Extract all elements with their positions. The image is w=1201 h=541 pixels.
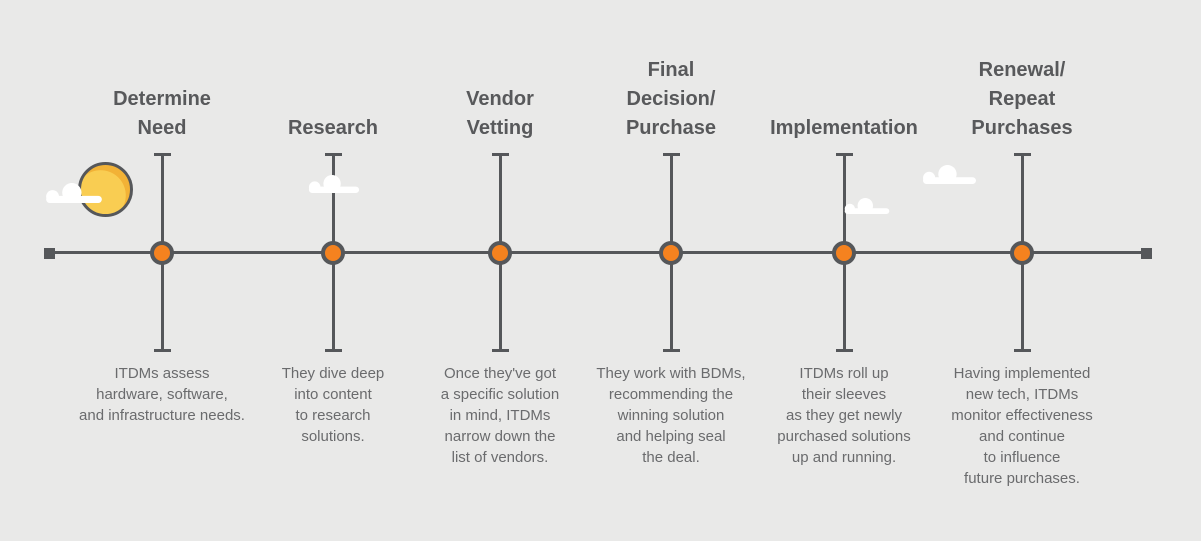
stage-title: Renewal/ Repeat Purchases xyxy=(971,59,1073,139)
stage-vendor-vetting: Vendor Vetting Once they've got a specif… xyxy=(390,0,610,541)
stage-title: Determine Need xyxy=(113,88,211,139)
stem-top xyxy=(160,154,164,254)
stem-bottom-cap xyxy=(835,349,853,352)
stage-description: Having implemented new tech, ITDMs monit… xyxy=(951,365,1093,487)
stem-bottom xyxy=(498,253,502,350)
stem-bottom xyxy=(331,253,335,350)
cloud-icon xyxy=(833,198,901,214)
stem-top xyxy=(669,154,673,254)
cloud-icon xyxy=(300,175,368,193)
stage-description: They dive deep into content to research … xyxy=(281,365,385,445)
stem-top xyxy=(1020,154,1024,254)
stem-bottom-cap xyxy=(153,349,171,352)
timeline-node xyxy=(832,241,856,265)
timeline-line xyxy=(49,251,1146,254)
timeline-node xyxy=(488,241,512,265)
stem-bottom xyxy=(160,253,164,350)
stem-bottom xyxy=(669,253,673,350)
stem-top xyxy=(498,154,502,254)
stem-bottom xyxy=(1020,253,1024,350)
stage-determine-need: Determine Need ITDMs assess hardware, so… xyxy=(52,0,272,541)
stage-description: ITDMs roll up their sleeves as they get … xyxy=(777,365,911,466)
stage-title: Vendor Vetting xyxy=(466,88,534,139)
stage-research: Research They dive deep into content to … xyxy=(223,0,443,541)
stage-implementation: Implementation ITDMs roll up their sleev… xyxy=(734,0,954,541)
timeline-start-square xyxy=(44,248,55,259)
cloud-icon xyxy=(915,165,984,184)
stem-bottom-cap xyxy=(491,349,509,352)
timeline-node xyxy=(659,241,683,265)
timeline-end-square xyxy=(1141,248,1152,259)
stage-title: Final Decision/ Purchase xyxy=(625,59,717,139)
stem-bottom-cap xyxy=(324,349,342,352)
stage-title: Research xyxy=(287,117,379,139)
stage-renewal-repeat-purchases: Renewal/ Repeat Purchases Having impleme… xyxy=(912,0,1132,541)
stage-description: ITDMs assess hardware, software, and inf… xyxy=(79,365,245,424)
timeline-node xyxy=(150,241,174,265)
stem-bottom-cap xyxy=(1013,349,1031,352)
timeline-node xyxy=(1010,241,1034,265)
stem-bottom xyxy=(842,253,846,350)
stem-top xyxy=(331,154,335,254)
stage-description: They work with BDMs, recommending the wi… xyxy=(596,365,746,466)
cloud-icon xyxy=(37,183,111,203)
stem-top xyxy=(842,154,846,254)
stem-bottom-cap xyxy=(662,349,680,352)
timeline-node xyxy=(321,241,345,265)
stage-title: Implementation xyxy=(770,117,918,139)
stage-description: Once they've got a specific solution in … xyxy=(440,365,560,466)
stage-final-decision-purchase: Final Decision/ Purchase They work with … xyxy=(561,0,781,541)
